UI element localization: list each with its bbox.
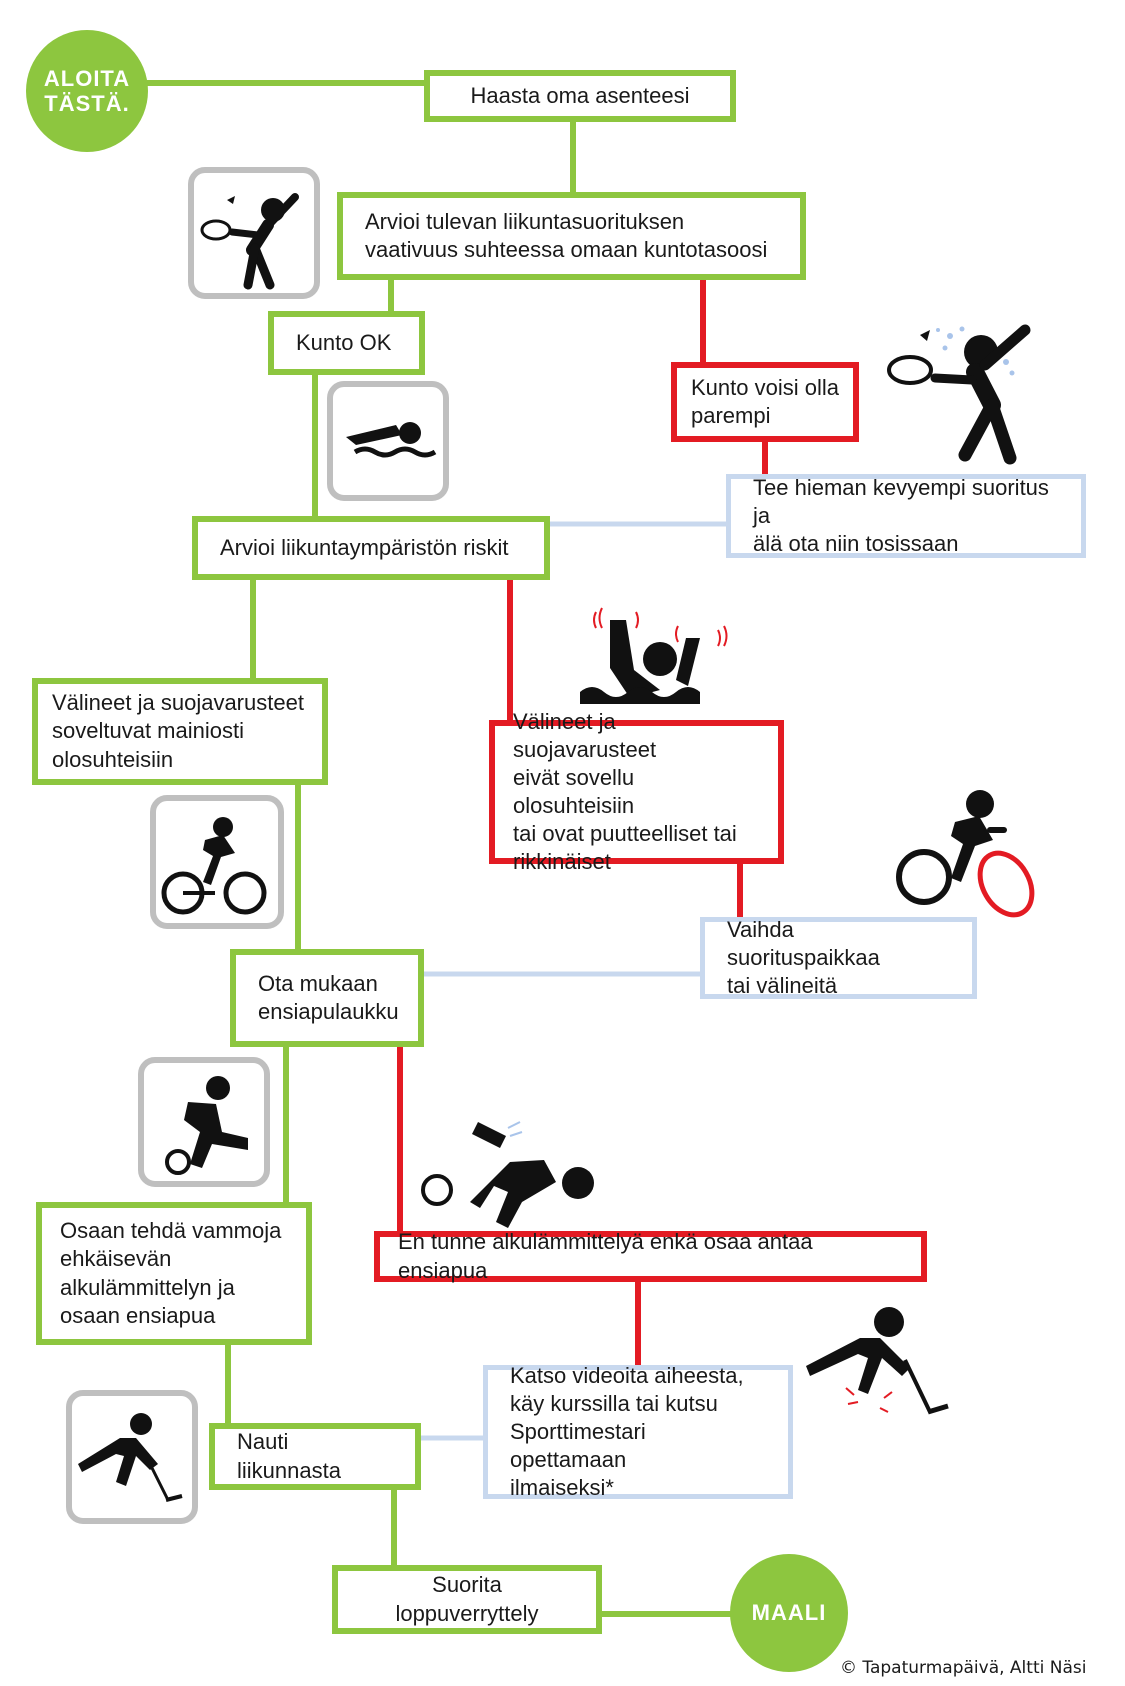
- cyclist-broken-wheel-icon: [896, 790, 1035, 918]
- step-lighter-workout: Tee hieman kevyempi suoritus ja älä ota …: [726, 474, 1086, 558]
- badminton-icon: [188, 167, 320, 299]
- step-cooldown: Suorita loppuverryttely: [332, 1565, 602, 1634]
- finish-circle: MAALI: [730, 1554, 848, 1672]
- floorball-player-icon: [66, 1390, 198, 1524]
- soccer-fall-icon: [421, 1121, 594, 1228]
- start-circle: ALOITA TÄSTÄ.: [26, 30, 148, 152]
- badminton-sweating-icon: [887, 324, 1031, 465]
- step-warmup-bad: En tunne alkulämmittelyä enkä osaa antaa…: [374, 1229, 927, 1283]
- step-gear-bad: Välineet ja suojavarusteet eivät sovellu…: [489, 709, 784, 874]
- step-change-place: Vaihda suorituspaikkaa tai välineitä: [700, 917, 977, 999]
- step-learn: Katso videoita aiheesta, käy kurssilla t…: [483, 1363, 793, 1500]
- step-assess-environment: Arvioi liikuntaympäristön riskit: [192, 516, 550, 580]
- step-gear-ok: Välineet ja suojavarusteet soveltuvat ma…: [32, 678, 328, 785]
- step-first-aid-kit: Ota mukaan ensiapulaukku: [230, 949, 424, 1047]
- step-warmup-ok: Osaan tehdä vammoja ehkäisevän alkulämmi…: [36, 1202, 312, 1345]
- floorball-injury-icon: [806, 1307, 949, 1415]
- cyclist-icon: [150, 795, 284, 929]
- step-challenge-attitude: Haasta oma asenteesi: [424, 70, 736, 122]
- soccer-player-icon: [138, 1057, 270, 1187]
- step-fitness-poor: Kunto voisi olla parempi: [671, 362, 859, 442]
- drowning-icon: [580, 607, 728, 704]
- copyright-credit: © Tapaturmapäivä, Altti Näsi: [840, 1658, 1087, 1678]
- step-fitness-ok: Kunto OK: [268, 311, 425, 375]
- step-assess-fitness: Arvioi tulevan liikuntasuorituksen vaati…: [337, 192, 806, 280]
- swimmer-icon: [327, 381, 449, 501]
- step-enjoy: Nauti liikunnasta: [209, 1423, 421, 1490]
